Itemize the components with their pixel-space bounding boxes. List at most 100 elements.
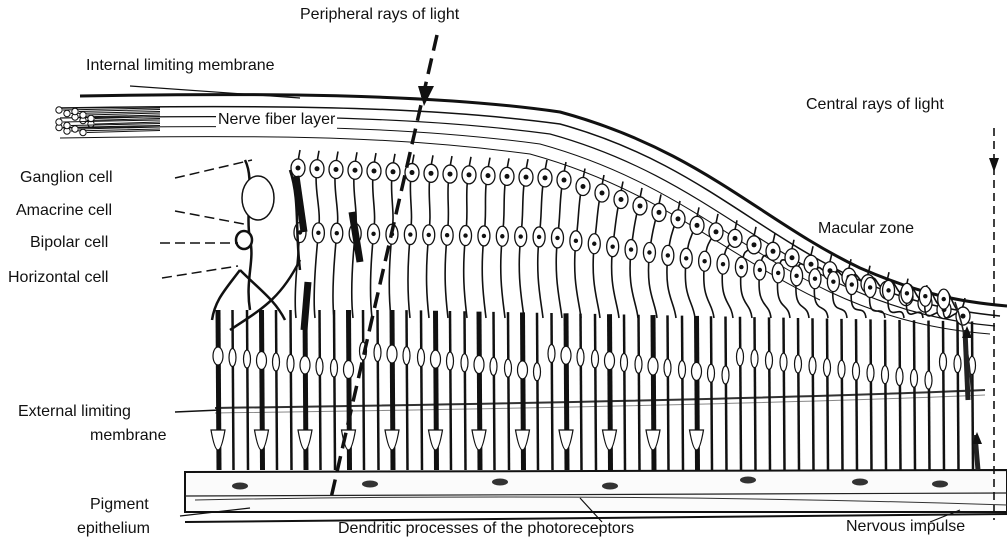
- photoreceptor-nucleus: [809, 357, 816, 375]
- ganglion-cell-nucleus: [467, 172, 472, 177]
- photoreceptor: [233, 310, 234, 470]
- pigment-epithelium-label-line1: Pigment: [90, 496, 149, 514]
- peripheral-rays-label: Peripheral rays of light: [300, 6, 459, 24]
- bipolar-cell-nucleus: [371, 232, 375, 236]
- photoreceptor: [958, 321, 959, 470]
- ganglion-cell-label: Ganglion cell: [20, 169, 113, 187]
- pigment-granule: [492, 479, 508, 486]
- ganglion-cell-nucleus: [600, 191, 605, 196]
- photoreceptor: [334, 310, 335, 470]
- photoreceptor-nucleus: [679, 361, 686, 379]
- fiber-end: [80, 129, 86, 135]
- cone-outer-segment: [385, 430, 399, 450]
- photoreceptor-nucleus: [692, 362, 702, 380]
- photoreceptor-nucleus: [954, 355, 961, 373]
- bipolar-cell-nucleus: [519, 234, 523, 238]
- label-leader-lines: [130, 86, 960, 522]
- bipolar-cell-nucleus: [574, 239, 578, 243]
- photoreceptor: [900, 320, 901, 470]
- ganglion-cell-nucleus: [315, 166, 320, 171]
- photoreceptor-nucleus: [287, 355, 294, 373]
- photoreceptor-nucleus: [795, 355, 802, 373]
- photoreceptor-nucleus: [331, 359, 338, 377]
- pigment-granule: [932, 481, 948, 488]
- photoreceptor-nucleus: [722, 366, 729, 384]
- photoreceptor-nucleus: [505, 359, 512, 377]
- central-ray-arrow: [989, 128, 999, 520]
- left-neuron-circuit: [212, 160, 360, 330]
- photoreceptor: [639, 315, 640, 470]
- photoreceptor: [769, 317, 770, 470]
- photoreceptor: [943, 321, 944, 470]
- bipolar-cell-nucleus: [721, 262, 725, 266]
- photoreceptor-nucleus: [577, 348, 584, 366]
- photoreceptor: [668, 315, 669, 470]
- photoreceptor-nucleus: [621, 353, 628, 371]
- photoreceptor-nucleus: [896, 367, 903, 385]
- bipolar-cell-nucleus: [500, 234, 504, 238]
- cone-outer-segment: [559, 430, 573, 450]
- ganglion-cell-nucleus: [372, 169, 377, 174]
- photoreceptor-nucleus: [548, 345, 555, 363]
- pigment-granule: [602, 483, 618, 490]
- photoreceptor: [726, 317, 727, 470]
- fiber-end: [80, 112, 86, 118]
- photoreceptor-nucleus: [534, 363, 541, 381]
- ganglion-cell-nucleus: [752, 242, 757, 247]
- central-rays-label: Central rays of light: [806, 96, 944, 114]
- bipolar-cell-nucleus: [666, 253, 670, 257]
- photoreceptor-nucleus: [766, 351, 773, 369]
- photoreceptor: [581, 314, 582, 470]
- photoreceptor-nucleus: [824, 359, 831, 377]
- ganglion-cell-nucleus: [543, 175, 548, 180]
- cone-outer-segment: [429, 430, 443, 450]
- photoreceptor-nucleus: [344, 361, 354, 379]
- ganglion-cell-nucleus: [695, 223, 700, 228]
- photoreceptor: [450, 311, 451, 470]
- photoreceptor: [885, 320, 886, 470]
- photoreceptor-nucleus: [737, 348, 744, 366]
- photoreceptor-nucleus: [418, 348, 425, 366]
- photoreceptor: [813, 318, 814, 470]
- photoreceptor: [537, 313, 538, 470]
- horizontal-cell-label: Horizontal cell: [8, 269, 108, 287]
- nerve-fiber-layer-label: Nerve fiber layer: [216, 111, 337, 129]
- bipolar-cell-nucleus: [647, 250, 651, 254]
- pigment-granule: [232, 483, 248, 490]
- photoreceptor-nucleus: [838, 360, 845, 378]
- pigment-epithelium-band: [185, 470, 1007, 522]
- photoreceptor-nucleus: [664, 359, 671, 377]
- ganglion-cell-nucleus: [961, 314, 966, 319]
- photoreceptor-nucleus: [561, 346, 571, 364]
- cone-outer-segment: [516, 430, 530, 450]
- ganglion-cell-nucleus: [524, 175, 529, 180]
- photoreceptor-nucleus: [605, 352, 615, 370]
- photoreceptor: [914, 320, 915, 470]
- bipolar-cell-nucleus: [813, 277, 817, 281]
- ganglion-cell-nucleus: [353, 168, 358, 173]
- photoreceptor: [624, 314, 625, 470]
- fiber-end: [64, 122, 70, 128]
- amacrine-cell-label: Amacrine cell: [16, 202, 112, 220]
- photoreceptor-nucleus: [853, 362, 860, 380]
- photoreceptor: [276, 310, 277, 470]
- photoreceptor-nucleus: [229, 349, 236, 367]
- bipolar-cell-nucleus: [482, 234, 486, 238]
- fiber-end: [72, 126, 78, 132]
- photoreceptor-nucleus: [374, 344, 381, 362]
- photoreceptor-nucleus: [708, 364, 715, 382]
- photoreceptor: [711, 316, 712, 470]
- photoreceptor-nucleus: [635, 355, 642, 373]
- photoreceptor-cells: [211, 310, 976, 470]
- photoreceptor-nucleus: [648, 357, 658, 375]
- photoreceptor: [378, 310, 379, 470]
- photoreceptor-nucleus: [213, 347, 223, 365]
- ganglion-cell-nucleus: [676, 216, 681, 221]
- fiber-end: [56, 107, 62, 113]
- cone-outer-segment: [255, 430, 269, 450]
- bipolar-cell-nucleus: [463, 233, 467, 237]
- photoreceptor-nucleus: [431, 350, 441, 368]
- ganglion-cell-nucleus: [809, 262, 814, 267]
